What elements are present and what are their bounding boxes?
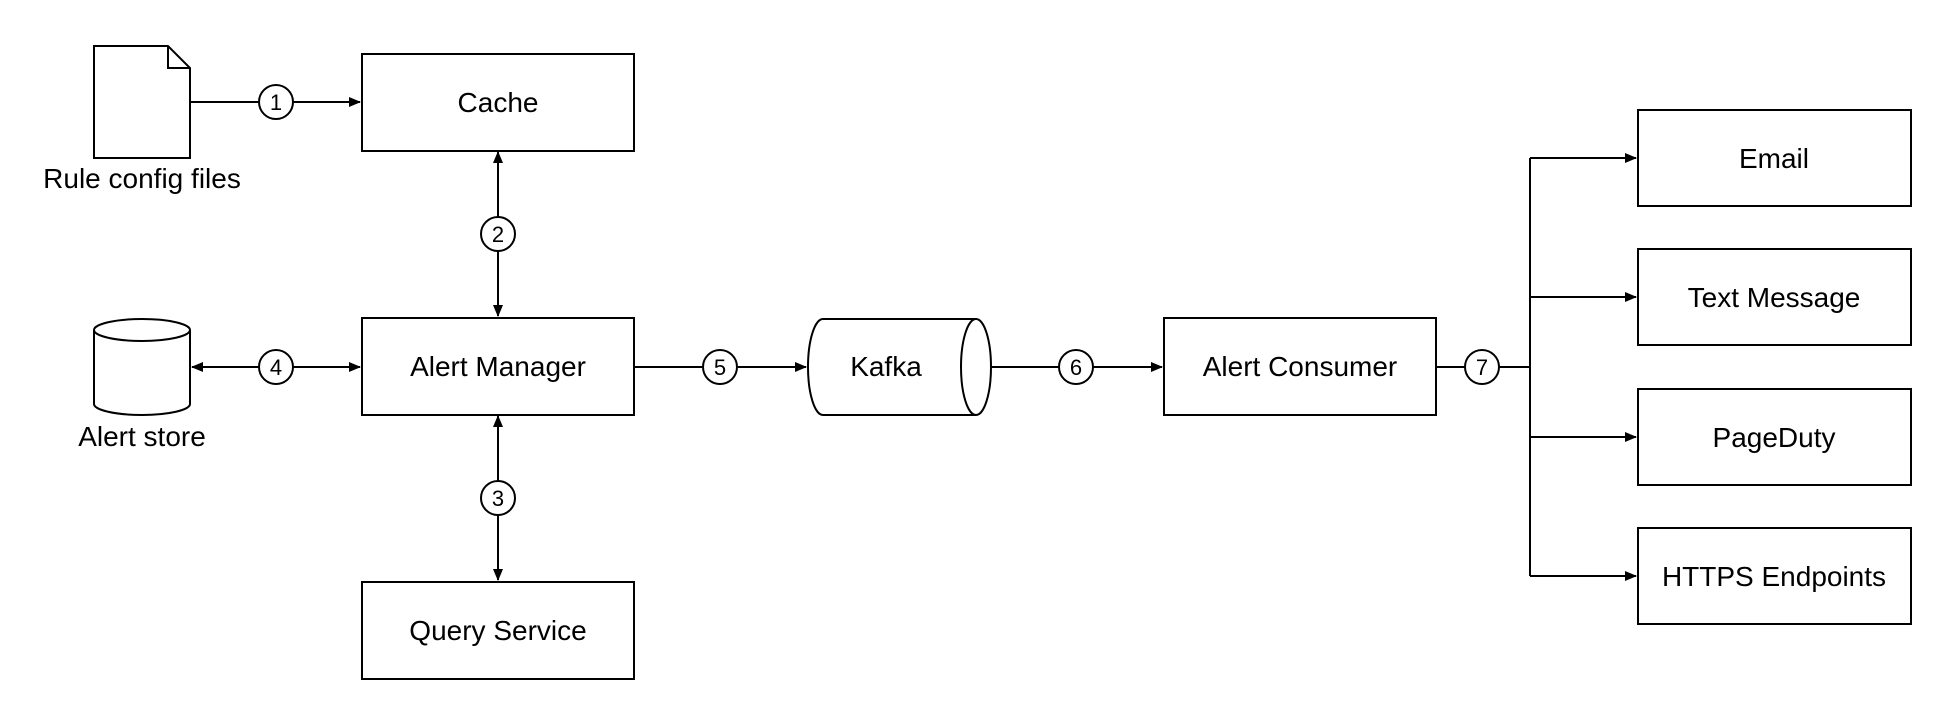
step-number-2: 2 [492, 222, 504, 247]
step-badge-5: 5 [702, 349, 738, 385]
alert-store-node: Alert store [78, 318, 206, 452]
step-number-7: 7 [1476, 355, 1488, 380]
step-badge-1: 1 [258, 84, 294, 120]
step-badge-6: 6 [1058, 349, 1094, 385]
rule-config-files-node: Rule config files [43, 45, 241, 194]
https-endpoints-node: HTTPS Endpoints [1637, 527, 1912, 625]
step-badge-7: 7 [1464, 349, 1500, 385]
text-message-label: Text Message [1688, 282, 1861, 313]
database-icon [93, 330, 191, 416]
step-number-6: 6 [1070, 355, 1082, 380]
https-endpoints-label: HTTPS Endpoints [1662, 561, 1886, 592]
step-badge-3: 3 [480, 480, 516, 516]
email-label: Email [1739, 143, 1809, 174]
text-message-node: Text Message [1637, 248, 1912, 346]
cache-node: Cache [361, 53, 635, 152]
alert-manager-node: Alert Manager [361, 317, 635, 416]
cache-label: Cache [458, 87, 539, 118]
query-service-node: Query Service [361, 581, 635, 680]
kafka-label: Kafka [850, 351, 922, 382]
query-service-label: Query Service [409, 615, 586, 646]
alert-store-label: Alert store [78, 421, 206, 452]
step-badge-2: 2 [480, 216, 516, 252]
alert-manager-label: Alert Manager [410, 351, 586, 382]
alert-consumer-node: Alert Consumer [1163, 317, 1437, 416]
step-number-3: 3 [492, 486, 504, 511]
queue-icon [807, 318, 976, 416]
pageduty-label: PageDuty [1713, 422, 1836, 453]
rule-config-files-label: Rule config files [43, 163, 241, 194]
step-number-1: 1 [270, 90, 282, 115]
document-icon [93, 45, 191, 159]
step-number-5: 5 [714, 355, 726, 380]
pageduty-node: PageDuty [1637, 388, 1912, 486]
step-badge-4: 4 [258, 349, 294, 385]
email-node: Email [1637, 109, 1912, 207]
alert-consumer-label: Alert Consumer [1203, 351, 1398, 382]
step-number-4: 4 [270, 355, 282, 380]
kafka-node: Kafka [807, 318, 992, 416]
